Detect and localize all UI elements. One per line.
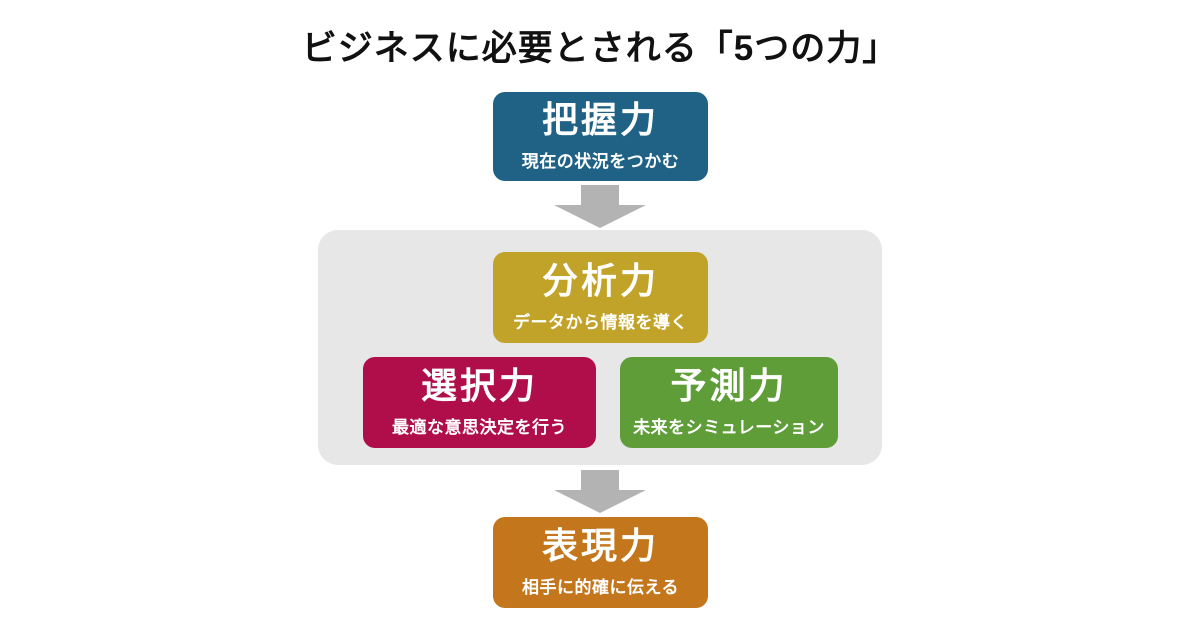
node-grasp-desc: 現在の状況をつかむ bbox=[521, 151, 680, 171]
node-selection-desc: 最適な意思決定を行う bbox=[392, 417, 567, 437]
arrow-head bbox=[554, 490, 646, 513]
arrow-down-icon bbox=[554, 185, 646, 228]
node-grasp-label: 把握力 bbox=[541, 98, 659, 140]
node-expression-label: 表現力 bbox=[541, 524, 659, 566]
node-prediction-label: 予測力 bbox=[670, 364, 788, 406]
arrow-stem bbox=[581, 185, 619, 205]
node-prediction-desc: 未来をシミュレーション bbox=[633, 417, 825, 437]
node-selection-label: 選択力 bbox=[420, 364, 538, 406]
diagram-title: ビジネスに必要とされる「5つの力」 bbox=[301, 29, 899, 68]
node-analysis: 分析力 データから情報を導く bbox=[493, 252, 708, 343]
arrow-down-icon bbox=[554, 470, 646, 513]
node-selection: 選択力 最適な意思決定を行う bbox=[363, 357, 596, 448]
arrow-stem bbox=[581, 470, 619, 490]
node-expression: 表現力 相手に的確に伝える bbox=[493, 517, 708, 608]
node-prediction: 予測力 未来をシミュレーション bbox=[620, 357, 838, 448]
node-expression-desc: 相手に的確に伝える bbox=[522, 577, 679, 597]
node-analysis-desc: データから情報を導く bbox=[513, 312, 688, 332]
node-analysis-label: 分析力 bbox=[541, 259, 659, 301]
node-grasp: 把握力 現在の状況をつかむ bbox=[493, 92, 708, 181]
middle-group-panel: 分析力 データから情報を導く 選択力 最適な意思決定を行う 予測力 未来をシミュ… bbox=[318, 230, 882, 465]
arrow-head bbox=[554, 205, 646, 228]
